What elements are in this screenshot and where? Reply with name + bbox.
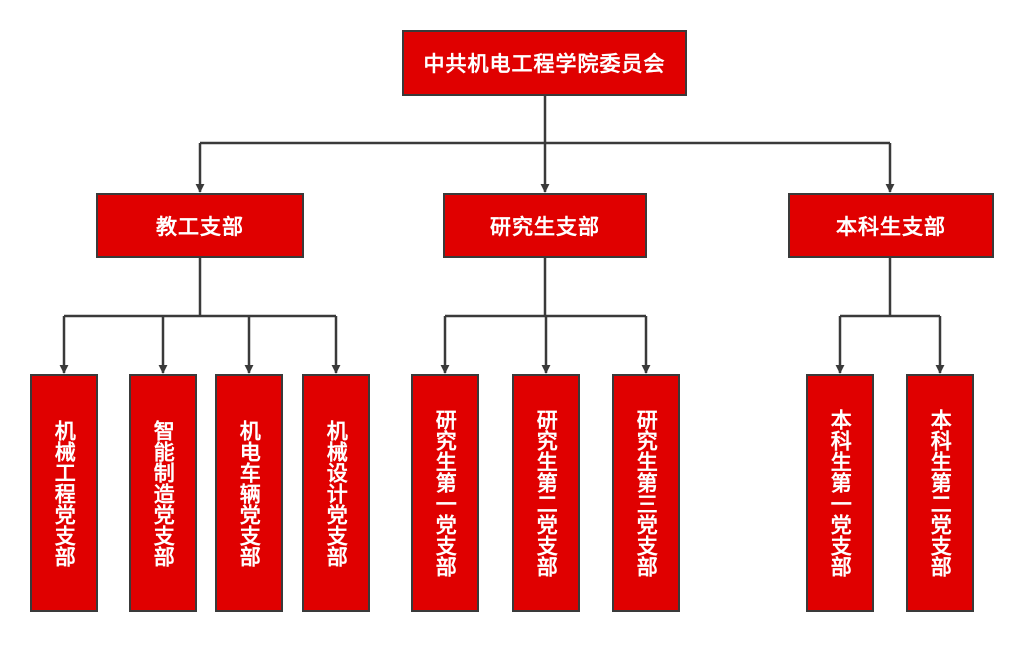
leaf-node: 本科生第一党支部 (806, 374, 874, 612)
leaf-label: 本科生第一党支部 (828, 409, 853, 577)
branch-node-faculty: 教工支部 (96, 193, 304, 258)
leaf-label: 研究生第一党支部 (433, 409, 458, 577)
leaf-node: 研究生第二党支部 (512, 374, 580, 612)
branch-node-undergraduate: 本科生支部 (788, 193, 994, 258)
leaf-label: 机械设计党支部 (324, 419, 349, 567)
leaf-label: 机械工程党支部 (52, 419, 77, 567)
branch-label: 研究生支部 (490, 214, 600, 239)
leaf-label: 研究生第三党支部 (634, 409, 659, 577)
leaf-node: 研究生第一党支部 (411, 374, 479, 612)
leaf-node: 机械工程党支部 (30, 374, 98, 612)
root-node: 中共机电工程学院委员会 (402, 30, 687, 96)
branch-label: 教工支部 (156, 214, 244, 239)
leaf-node: 机械设计党支部 (302, 374, 370, 612)
leaf-node: 研究生第三党支部 (612, 374, 680, 612)
root-label: 中共机电工程学院委员会 (423, 52, 666, 76)
leaf-node: 本科生第二党支部 (906, 374, 974, 612)
leaf-label: 研究生第二党支部 (534, 409, 559, 577)
leaf-label: 本科生第二党支部 (928, 409, 953, 577)
leaf-label: 智能制造党支部 (151, 419, 176, 567)
branch-node-graduate: 研究生支部 (443, 193, 647, 258)
branch-label: 本科生支部 (836, 214, 946, 239)
leaf-node: 智能制造党支部 (129, 374, 197, 612)
leaf-label: 机电车辆党支部 (237, 419, 262, 567)
leaf-node: 机电车辆党支部 (215, 374, 283, 612)
